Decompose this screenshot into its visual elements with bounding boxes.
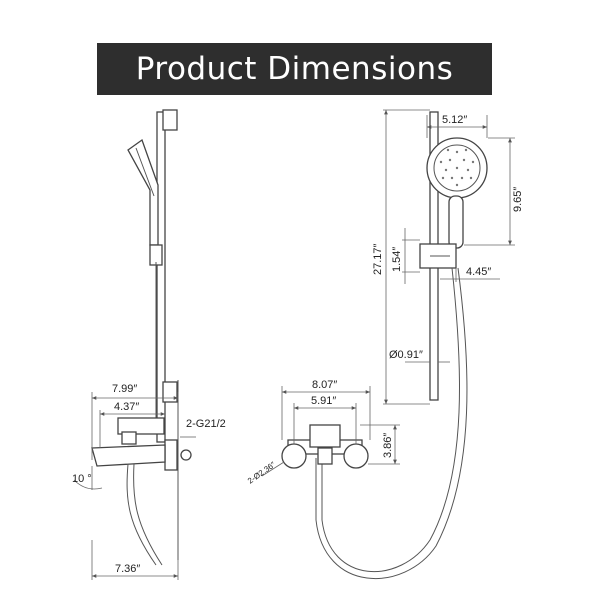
dim-overall-height: 27.17″ <box>372 243 384 275</box>
dim-rail-diameter: Ø0.91″ <box>389 349 423 361</box>
bottom-bracket-side <box>162 381 178 403</box>
spray-nozzles <box>439 148 475 187</box>
spout-side <box>91 444 166 467</box>
mixer-front <box>281 424 369 469</box>
dim-holder-offset: 4.45″ <box>466 266 491 278</box>
dim-connection: 2-G21/2 <box>186 418 226 430</box>
front-view-drawing: 27.17″ 5.12″ 9.65″ 1.54″ 4.45″ Ø0.91″ 8.… <box>246 109 524 579</box>
side-view-drawing: 7.99″ 4.37″ 2-G21/2 10 ° 7.36″ <box>72 109 226 580</box>
dim-spout-length-bottom: 7.36″ <box>115 563 140 575</box>
shower-handle-front <box>448 195 464 249</box>
dim-mixer-height: 3.86″ <box>382 433 394 458</box>
dim-spout-length-top: 7.99″ <box>112 383 137 395</box>
dim-mixer-width: 8.07″ <box>312 379 337 391</box>
page-title: Product Dimensions <box>135 51 454 87</box>
dim-spout-inner: 4.37″ <box>114 401 139 413</box>
title-banner: Product Dimensions <box>97 43 492 95</box>
wall-plate-side <box>164 439 178 471</box>
dim-head-height: 9.65″ <box>512 187 524 212</box>
top-bracket-side <box>162 109 178 131</box>
slide-rail-side <box>156 111 166 443</box>
shower-head-side <box>127 138 159 246</box>
dim-holder-height: 1.54″ <box>391 247 403 272</box>
dim-mixer-centers: 5.91″ <box>311 395 336 407</box>
dim-mount-holes: 2-Ø2.36″ <box>246 460 277 486</box>
dim-angle: 10 ° <box>72 473 92 485</box>
dim-head-width: 5.12″ <box>442 114 467 126</box>
mixer-body-side <box>117 417 165 435</box>
